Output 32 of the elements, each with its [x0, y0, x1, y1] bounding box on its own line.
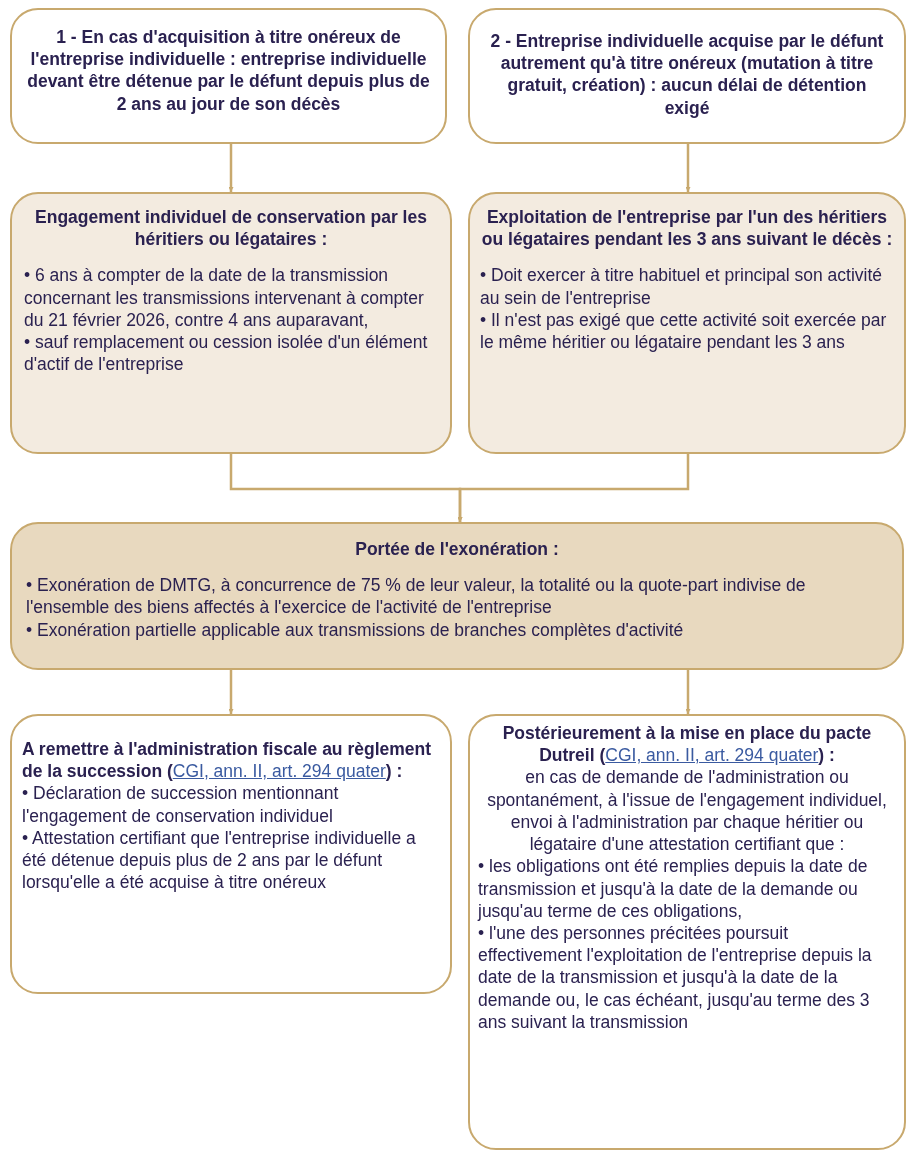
text-box [468, 714, 906, 1150]
text-box [10, 192, 452, 454]
box-text: 2 - Entreprise individuelle acquise par le défunt autrement qu'à titre onéreux (mutation à titre gratuit, création) : aucun délai de détention exigé [489, 30, 885, 119]
box-heading: Engagement individuel de conservation par les héritiers ou légataires : [34, 206, 428, 251]
bullet-item: • Doit exercer à titre habituel et principal son activité au sein de l'entreprise [480, 264, 883, 309]
box-heading: A remettre à l'administration fiscale au règlement de la succession (CGI, ann. II, art. 294 quater) : [22, 738, 433, 783]
bullet-item: • Attestation certifiant que l'entreprise individuelle a été détenue depuis plus de 2 ans par le défunt lorsqu'elle a été acquise à titre onéreux [22, 826, 417, 894]
text-box [10, 8, 447, 144]
text-box [468, 8, 906, 144]
arrow [685, 670, 691, 714]
box-heading: Postérieurement à la mise en place du pacte Dutreil (CGI, ann. II, art. 294 quater) : [501, 722, 873, 767]
arrow [685, 144, 691, 192]
bullet-item: • Il n'est pas exigé que cette activité soit exercée par le même héritier ou légataire pendant les 3 ans [480, 308, 888, 354]
text-box [10, 714, 452, 994]
bullet-item: • Exonération partielle applicable aux transmissions de branches complètes d'activité [26, 618, 685, 641]
bullet-item: • 6 ans à compter de la date de la transmission concernant les transmissions intervenant à compter du 21 février 2026, contre 4 ans auparavant, [24, 264, 425, 332]
bullet-item: • Exonération de DMTG, à concurrence de 75 % de leur valeur, la totalité ou la quote-part indivise de l'ensemble des biens affectés à l'exercice de l'activité de l'entreprise [26, 574, 807, 619]
box-heading: Exploitation de l'entreprise par l'un des héritiers ou légataires pendant les 3 ans suivant le décès : [480, 206, 894, 251]
bullet-item: • l'une des personnes précitées poursuit effectivement l'exploitation de l'entreprise depuis la date de la transmission et jusqu'à la date de la demande ou, le cas échéant, jusqu'au terme des 3 ans suivant la transmission [478, 921, 873, 1034]
reference-link: CGI, ann. II, art. 294 quater [605, 745, 819, 766]
bullet-item: • les obligations ont été remplies depuis la date de transmission et jusqu'à la date de la demande ou jusqu'au terme de ces obligations, [478, 855, 869, 922]
arrow [228, 670, 234, 714]
text-box [468, 192, 906, 454]
box-text: 1 - En cas d'acquisition à titre onéreux de l'entreprise individuelle : entreprise individuelle devant être détenue par le défunt depuis plus de 2 ans au jour de son décès [26, 26, 431, 115]
box-heading: Portée de l'exonération : [354, 538, 560, 561]
reference-link: CGI, ann. II, art. 294 quater [172, 761, 386, 782]
paragraph: en cas de demande de l'administration ou spontanément, à l'issue de l'engagement individuel, envoi à l'administration par chaque héritier ou légataire d'une attestation certifiant que : [486, 766, 888, 856]
bullet-item: • sauf remplacement ou cession isolée d'un élément d'actif de l'entreprise [24, 331, 429, 376]
arrow [228, 144, 234, 192]
arrow [457, 454, 690, 522]
text-box [10, 522, 904, 670]
bullet-item: • Déclaration de succession mentionnant l'engagement de conservation individuel [22, 782, 340, 827]
